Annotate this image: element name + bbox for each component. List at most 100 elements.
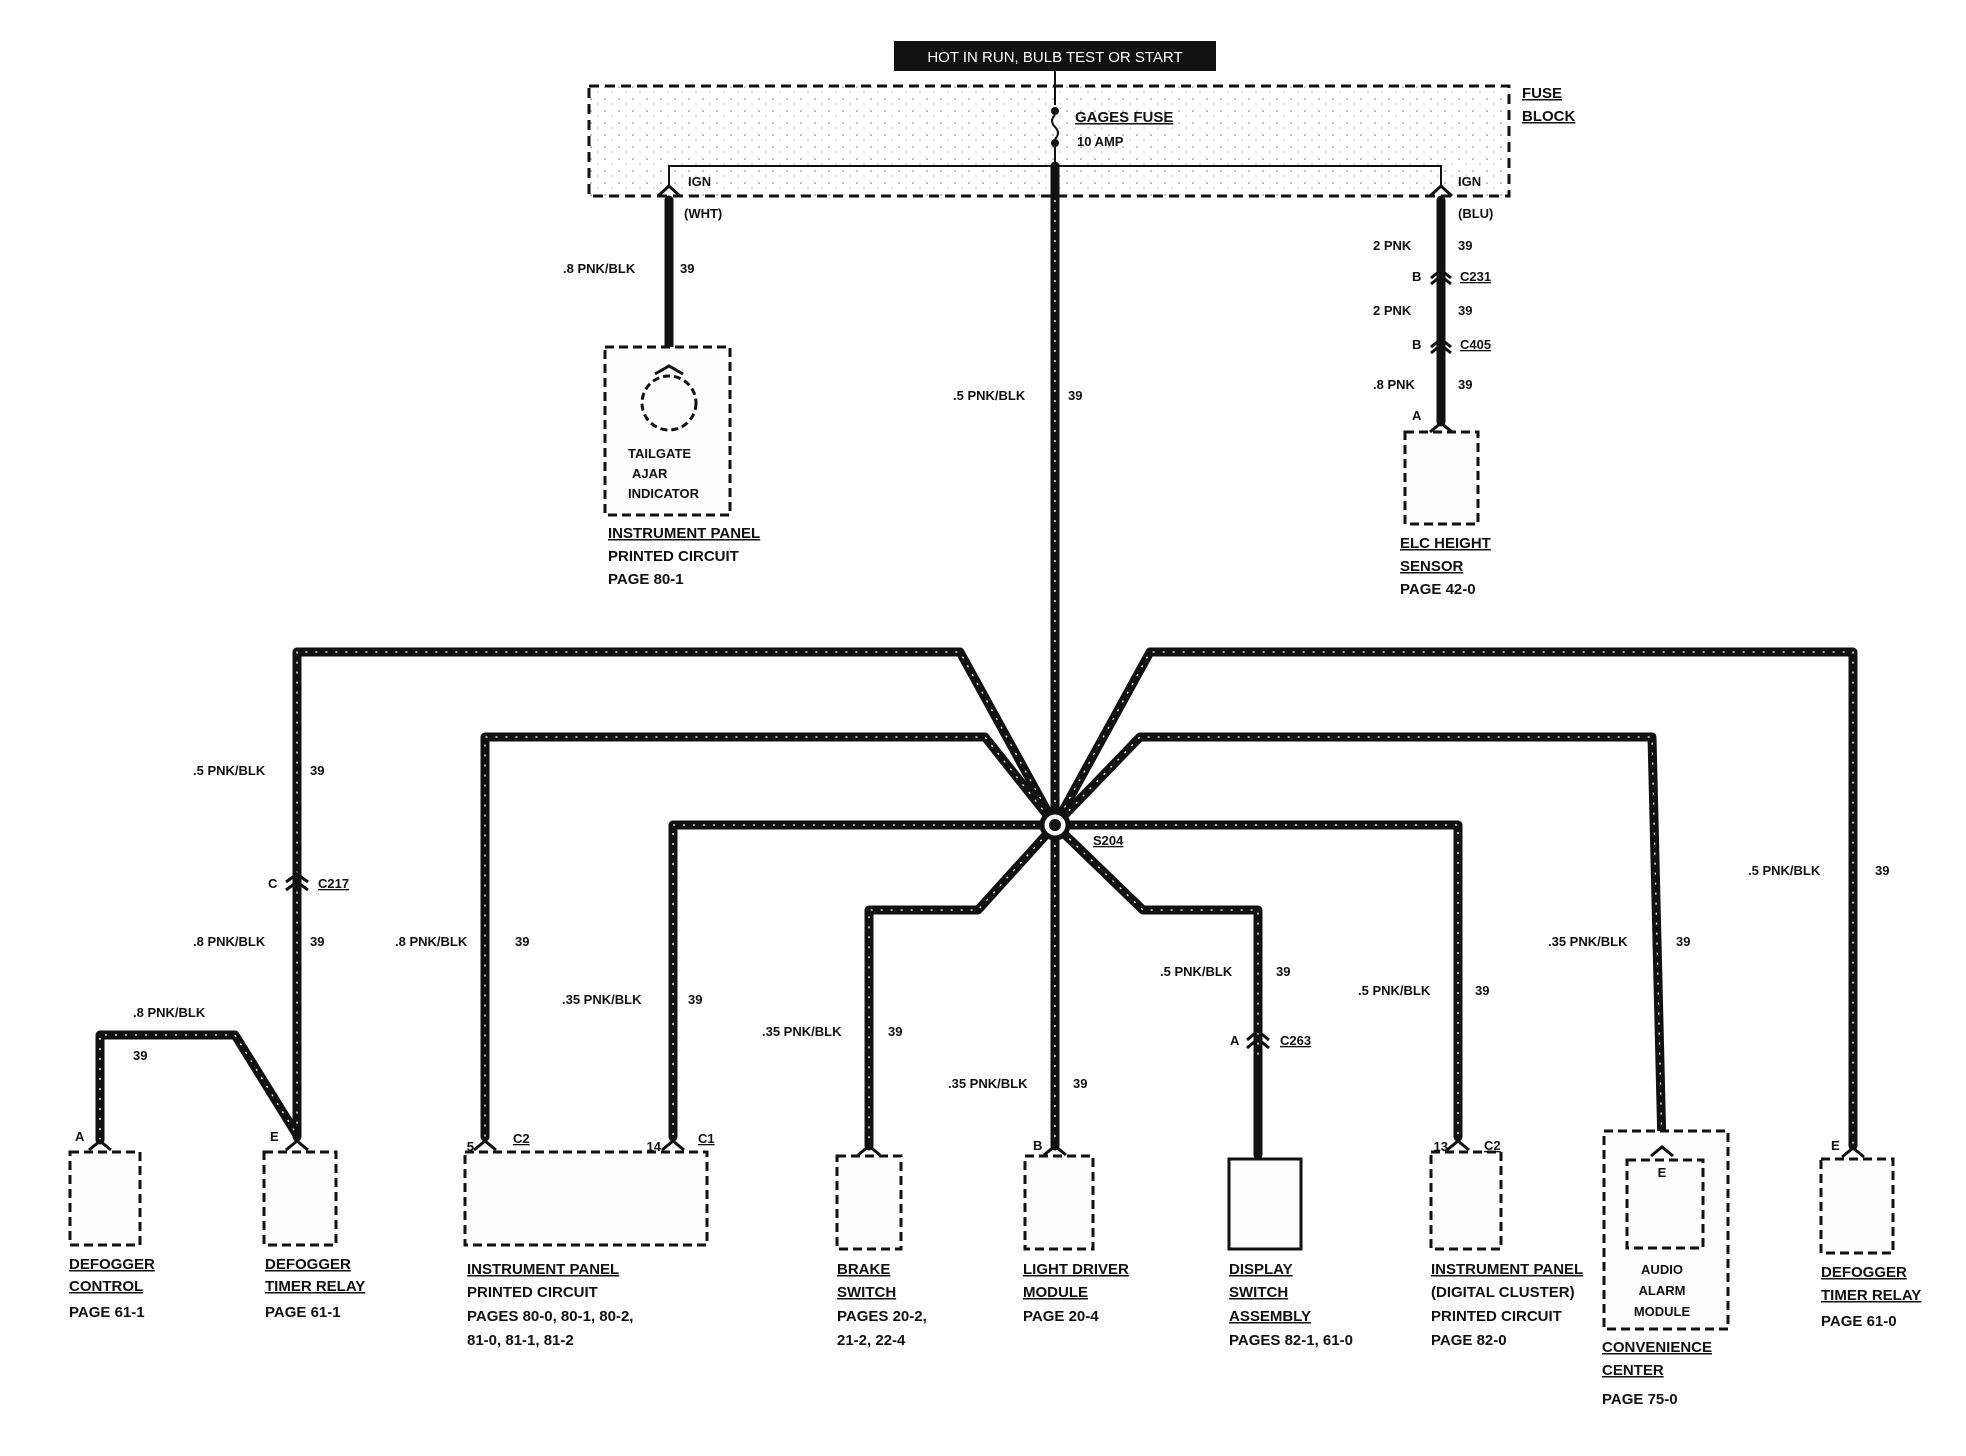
- wire-defog-right: [1050, 647, 1858, 1151]
- wire-brake-hatch: [868, 824, 1056, 1146]
- light-driver-pin-label: B: [1033, 1138, 1042, 1153]
- elc-page: PAGE 42-0: [1400, 581, 1476, 598]
- defogger-timer-left-box: [262, 1150, 338, 1247]
- digital-cluster-label: INSTRUMENT PANEL: [1431, 1261, 1583, 1278]
- display-label-3: ASSEMBLY: [1229, 1308, 1311, 1325]
- c217-pin: C: [268, 876, 278, 891]
- defogger-timer-left-pin-label: E: [270, 1129, 279, 1144]
- ip-pages-1: PAGES 80-0, 80-1, 80-2,: [467, 1308, 633, 1325]
- wire-brake-gauge: .35 PNK/BLK: [762, 1024, 842, 1039]
- defogger-control-box: [68, 1150, 142, 1247]
- c231-pin: B: [1412, 269, 1421, 284]
- defogger-timer-right-page: PAGE 61-0: [1821, 1313, 1897, 1330]
- wire-elc3-circuit: 39: [1458, 377, 1472, 392]
- fuse-terminal-right: [1428, 183, 1454, 198]
- wire-main-gauge: .5 PNK/BLK: [953, 388, 1026, 403]
- tailgate-inner-3: INDICATOR: [628, 486, 700, 501]
- brake-label-2: SWITCH: [837, 1284, 896, 1301]
- ip-conn-c2: C2: [513, 1131, 530, 1146]
- wire-defog-left-upper-circuit: 39: [310, 763, 324, 778]
- left-conn-color: (WHT): [684, 206, 722, 221]
- ip-pages-2: 81-0, 81-1, 81-2: [467, 1332, 574, 1349]
- wire-ip-c1-gauge: .35 PNK/BLK: [562, 992, 642, 1007]
- tailgate-pin: [654, 364, 684, 376]
- audio-alarm-inner-2: ALARM: [1639, 1283, 1686, 1298]
- defogger-timer-left-page: PAGE 61-1: [265, 1304, 341, 1321]
- audio-alarm-inner-1: AUDIO: [1641, 1262, 1683, 1277]
- wire-defog-right-gauge: .5 PNK/BLK: [1748, 863, 1821, 878]
- tailgate-inner-2: AJAR: [632, 466, 668, 481]
- wire-ip-c1-circuit: 39: [688, 992, 702, 1007]
- wire-elc2-gauge: 2 PNK: [1373, 303, 1412, 318]
- elc-sensor-box: [1403, 430, 1480, 526]
- wire-display-circuit: 39: [1276, 964, 1290, 979]
- wire-brake-circuit: 39: [888, 1024, 902, 1039]
- wire-defog-control-hatch: [99, 1034, 298, 1140]
- wire-ip-c2: [480, 732, 1060, 1142]
- wire-elc3-gauge: .8 PNK: [1373, 377, 1416, 392]
- wire-main-circuit: 39: [1068, 388, 1082, 403]
- ip-pin-c2-label: 5: [467, 1139, 474, 1154]
- fuse-block-label-2: BLOCK: [1522, 108, 1575, 125]
- wire-defog-control: [95, 1030, 302, 1145]
- display-label-2: SWITCH: [1229, 1284, 1288, 1301]
- wire-ip-c1-hatch: [672, 824, 1055, 1137]
- wire-light-driver-gauge: .35 PNK/BLK: [948, 1076, 1028, 1091]
- power-source-box: [894, 41, 1216, 71]
- ip-c2-pin: [473, 1139, 497, 1152]
- brake-pages-2: 21-2, 22-4: [837, 1332, 906, 1349]
- defogger-control-label-1: DEFOGGER: [69, 1256, 155, 1273]
- ip-label-1: INSTRUMENT PANEL: [467, 1261, 619, 1278]
- digital-cluster-sub-2: PRINTED CIRCUIT: [1431, 1308, 1562, 1325]
- power-source-label: HOT IN RUN, BULB TEST OR START: [927, 49, 1182, 66]
- defogger-timer-right-label-1: DEFOGGER: [1821, 1264, 1907, 1281]
- wire-ip-c2-gauge: .8 PNK/BLK: [395, 934, 468, 949]
- digital-cluster-box: [1429, 1150, 1503, 1251]
- light-driver-label-2: MODULE: [1023, 1284, 1088, 1301]
- indicator-bulb-icon: [640, 374, 698, 432]
- elc-pin-label: A: [1412, 408, 1422, 423]
- wire-digital-cluster-circuit: 39: [1475, 983, 1489, 998]
- ip-label-2: PRINTED CIRCUIT: [467, 1284, 598, 1301]
- c217-id: C217: [318, 876, 349, 891]
- connector-c405-icon: [1430, 337, 1452, 355]
- c405-pin: B: [1412, 337, 1421, 352]
- elc-pin: [1429, 421, 1453, 434]
- wire-defog-right-circuit: 39: [1875, 863, 1889, 878]
- c405-id: C405: [1460, 337, 1491, 352]
- wire-defog-control-circuit: 39: [133, 1048, 147, 1063]
- display-switch-box: [1227, 1157, 1303, 1251]
- brake-label-1: BRAKE: [837, 1261, 890, 1278]
- ign-left-label: IGN: [688, 174, 711, 189]
- splice-label: S204: [1093, 833, 1124, 848]
- connector-c231-icon: [1430, 268, 1452, 286]
- ip-conn-c1: C1: [698, 1131, 715, 1146]
- convenience-center-label-1: CONVENIENCE: [1602, 1339, 1712, 1356]
- display-pages: PAGES 82-1, 61-0: [1229, 1332, 1353, 1349]
- defogger-control-pin-label: A: [75, 1129, 85, 1144]
- audio-alarm-inner-3: MODULE: [1634, 1304, 1691, 1319]
- fuse-block-label-1: FUSE: [1522, 85, 1562, 102]
- wire-digital-cluster-gauge: .5 PNK/BLK: [1358, 983, 1431, 998]
- connector-c263-icon: [1246, 1029, 1270, 1050]
- digital-cluster-conn: C2: [1484, 1138, 1501, 1153]
- wire-display: [1050, 820, 1263, 1160]
- wire-defog-left-upper-gauge: .5 PNK/BLK: [193, 763, 266, 778]
- brake-switch-box: [835, 1154, 903, 1251]
- defogger-control-page: PAGE 61-1: [69, 1304, 145, 1321]
- ign-right-label: IGN: [1458, 174, 1481, 189]
- fuse-terminal-bottom: [1051, 139, 1059, 147]
- c263-id: C263: [1280, 1033, 1311, 1048]
- wire-group: [95, 161, 1858, 1160]
- defogger-timer-right-box: [1819, 1157, 1895, 1255]
- tailgate-label-1: INSTRUMENT PANEL: [608, 525, 760, 542]
- defogger-timer-left-pin: [285, 1139, 309, 1152]
- wire-tailgate-circuit: 39: [680, 261, 694, 276]
- wire-brake: [864, 820, 1060, 1151]
- brake-pin: [857, 1144, 881, 1157]
- elc-label-1: ELC HEIGHT: [1400, 535, 1491, 552]
- wire-elc1-circuit: 39: [1458, 238, 1472, 253]
- audio-alarm-pin-label: E: [1658, 1165, 1667, 1180]
- light-driver-pin: [1043, 1144, 1067, 1157]
